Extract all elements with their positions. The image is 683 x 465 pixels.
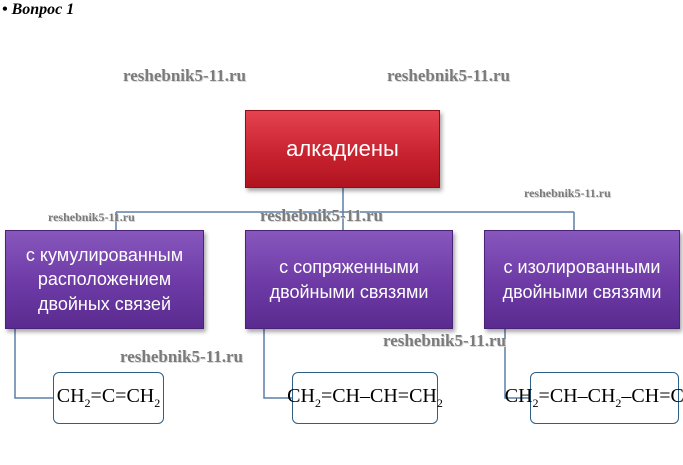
formula-cumulated: CH2=C=CH2 <box>53 372 164 424</box>
node-isolated: с изолированными двойными связями <box>484 230 680 329</box>
watermark: reshebnik5-11.ru <box>383 331 506 350</box>
root-node-label: алкадиены <box>286 136 399 161</box>
watermark: reshebnik5-11.ru <box>260 206 383 225</box>
watermark: reshebnik5-11.ru <box>123 66 246 85</box>
node-conjugated: с сопряженными двойными связями <box>245 230 453 329</box>
watermark: reshebnik5-11.ru <box>524 186 611 200</box>
node-conjugated-label: с сопряженными двойными связями <box>269 257 429 302</box>
node-cumulated-label: с кумулированным расположением двойных с… <box>25 245 184 314</box>
formula-isolated: CH2=CH–CH2–CH=CH2 <box>505 372 683 424</box>
watermark: reshebnik5-11.ru <box>387 66 510 85</box>
formula-connector-2 <box>263 329 292 399</box>
node-cumulated: с кумулированным расположением двойных с… <box>5 230 204 329</box>
watermark: reshebnik5-11.ru <box>48 210 135 224</box>
node-isolated-label: с изолированными двойными связями <box>502 257 662 302</box>
watermark: reshebnik5-11.ru <box>120 347 243 366</box>
formula-text: CH2=C=CH2 <box>56 385 161 410</box>
root-node-alkadienes: алкадиены <box>245 110 440 188</box>
formula-text: CH2=CH–CH2–CH=CH2 <box>504 385 683 410</box>
formula-connector-1 <box>14 329 53 399</box>
root-connector <box>115 188 575 230</box>
formula-text: CH2=CH–CH=CH2 <box>287 385 443 410</box>
formula-connector-3 <box>504 329 530 399</box>
question-heading: • Вопрос 1 <box>2 1 75 18</box>
formula-conjugated: CH2=CH–CH=CH2 <box>287 372 443 424</box>
